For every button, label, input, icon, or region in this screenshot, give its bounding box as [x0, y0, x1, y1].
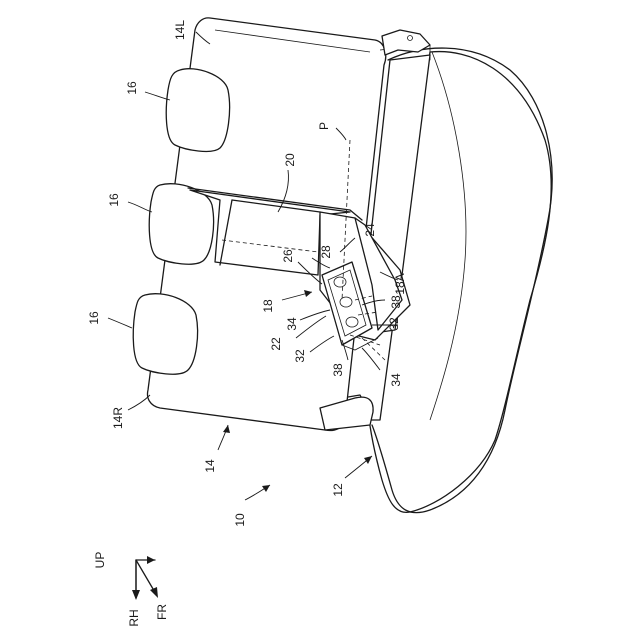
label-18: 18: [261, 299, 275, 313]
axis-up-arrow: [147, 556, 155, 564]
hinge-bracket: [382, 30, 430, 55]
label-32a: 32: [387, 317, 401, 331]
label-16a: 16: [125, 81, 139, 95]
label-P: P: [317, 122, 331, 130]
label-18A: 18A: [393, 273, 407, 294]
label-16c: 16: [87, 311, 101, 325]
headrest-bottom: [133, 294, 197, 375]
label-22: 22: [269, 337, 283, 351]
axis-rh-arrow: [132, 590, 140, 600]
arrowhead-12: [364, 456, 372, 464]
leader-34b: [362, 348, 380, 370]
axis-up-label: UP: [93, 552, 107, 569]
label-34b: 34: [389, 373, 403, 387]
label-14: 14: [203, 459, 217, 473]
label-12: 12: [331, 483, 345, 497]
leader-16c: [108, 318, 132, 328]
label-32b: 32: [293, 349, 307, 363]
leader-16b: [128, 202, 152, 212]
label-20: 20: [283, 153, 297, 167]
headrest-top: [166, 69, 229, 152]
axis-fr-arrow: [150, 587, 158, 598]
headrest-middle: [149, 184, 213, 265]
arrowhead-14: [223, 425, 230, 433]
label-34a: 34: [285, 317, 299, 331]
label-38b: 38: [331, 363, 345, 377]
label-38a: 38: [389, 295, 403, 309]
label-26: 26: [281, 249, 295, 263]
arrowhead-10: [262, 485, 270, 492]
leader-16a: [145, 92, 170, 100]
label-14R: 14R: [111, 407, 125, 429]
axis-rh-label: RH: [127, 609, 141, 626]
label-24: 24: [363, 223, 377, 237]
label-16b: 16: [107, 193, 121, 207]
label-14L: 14L: [173, 20, 187, 40]
leader-14R: [128, 395, 150, 410]
label-28: 28: [319, 245, 333, 259]
label-10: 10: [233, 513, 247, 527]
axis-fr-label: FR: [155, 604, 169, 620]
